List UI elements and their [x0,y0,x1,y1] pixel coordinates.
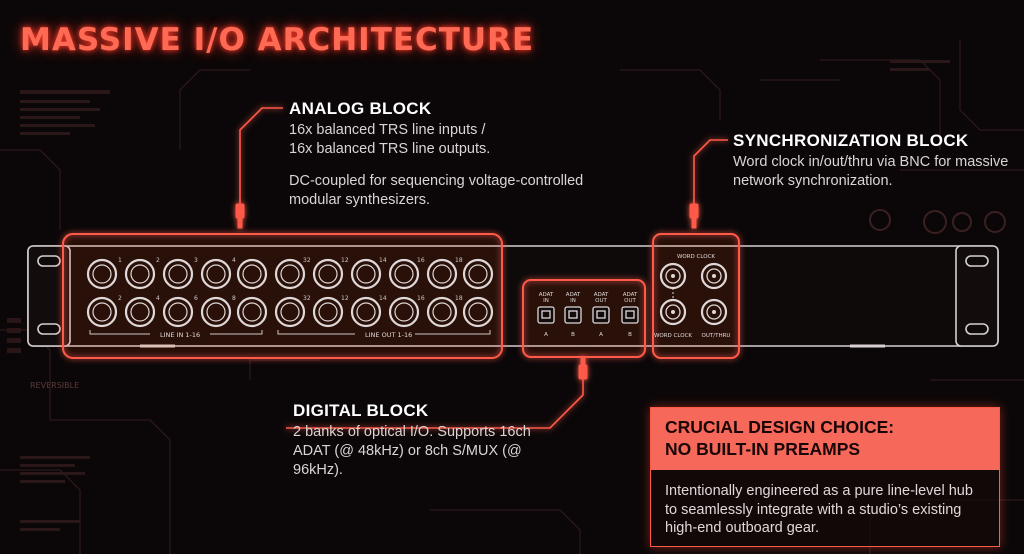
analog-block-line2: 16x balanced TRS line outputs. [289,141,491,157]
jack-number: 2 [118,295,122,302]
trs-jacks [86,258,494,328]
adat-port-label: OUT [595,298,607,304]
callout-leaders [239,107,728,429]
adat-port-label: IN [543,298,549,304]
jack-number: 4 [232,257,236,264]
jack-number: 14 [379,295,387,302]
adat-port-label: IN [570,298,576,304]
design-choice-panel: CRUCIAL DESIGN CHOICE: NO BUILT-IN PREAM… [650,407,1000,547]
analog-block-description: 16x balanced TRS line inputs / 16x balan… [289,121,589,159]
jack-number: 2 [156,257,160,264]
digital-block-callout: DIGITAL BLOCK 2 banks of optical I/O. Su… [293,401,563,480]
design-choice-heading: CRUCIAL DESIGN CHOICE: NO BUILT-IN PREAM… [651,408,999,470]
optical-port-icons [537,306,639,324]
word-clock-in-label: WORD CLOCK [654,333,692,339]
adat-port-label: ADAT [566,292,581,298]
jack-number: 8 [232,295,236,302]
sync-block-heading: SYNCHRONIZATION BLOCK [733,131,969,150]
adat-port-bank: B [628,332,632,338]
design-choice-body: Intentionally engineered as a pure line-… [665,483,973,536]
word-clock-label: WORD CLOCK [677,254,715,260]
line-out-label: LINE OUT 1-16 [365,331,412,339]
analog-block-line1: 16x balanced TRS line inputs / [289,122,486,138]
digital-block-description: 2 banks of optical I/O. Supports 16ch AD… [293,424,531,478]
jack-number: 18 [455,295,463,302]
bnc-connectors [659,262,728,326]
adat-port-bank: A [599,332,603,338]
page-title: MASSIVE I/O ARCHITECTURE [20,22,535,58]
adat-port-label: ADAT [594,292,609,298]
design-choice-heading-line2: NO BUILT-IN PREAMPS [665,439,861,459]
word-clock-out-label: OUT/THRU [702,333,731,339]
adat-port-label: ADAT [623,292,638,298]
jack-number: 32 [303,257,311,264]
jack-number: 4 [156,295,160,302]
jack-number: 3 [194,257,198,264]
line-in-label: LINE IN 1-16 [160,331,200,339]
jack-number: 1 [118,257,122,264]
digital-block-heading: DIGITAL BLOCK [293,401,429,420]
sync-block-callout: SYNCHRONIZATION BLOCK Word clock in/out/… [733,131,1023,191]
jack-number: 16 [417,295,425,302]
design-choice-heading-line1: CRUCIAL DESIGN CHOICE: [665,417,895,437]
adat-port-bank: A [544,332,548,338]
jack-number: 32 [303,295,311,302]
adat-port-label: OUT [624,298,636,304]
adat-port-bank: B [571,332,575,338]
sync-block-description: Word clock in/out/thru via BNC for massi… [733,154,1009,189]
analog-block-dc-coupled: DC-coupled for sequencing voltage-contro… [289,173,584,208]
cable-plugs [235,203,699,380]
jack-number: 16 [417,257,425,264]
adat-port-label: ADAT [539,292,554,298]
background-label: REVERSIBLE [30,381,79,390]
jack-number: 18 [455,257,463,264]
jack-number: 12 [341,257,349,264]
analog-block-highlight [62,233,503,359]
jack-number: 14 [379,257,387,264]
sync-block-highlight [652,233,740,359]
analog-block-heading: ANALOG BLOCK [289,99,432,118]
analog-block-callout: ANALOG BLOCK 16x balanced TRS line input… [289,99,589,210]
jack-number: 6 [194,295,198,302]
jack-number: 12 [341,295,349,302]
